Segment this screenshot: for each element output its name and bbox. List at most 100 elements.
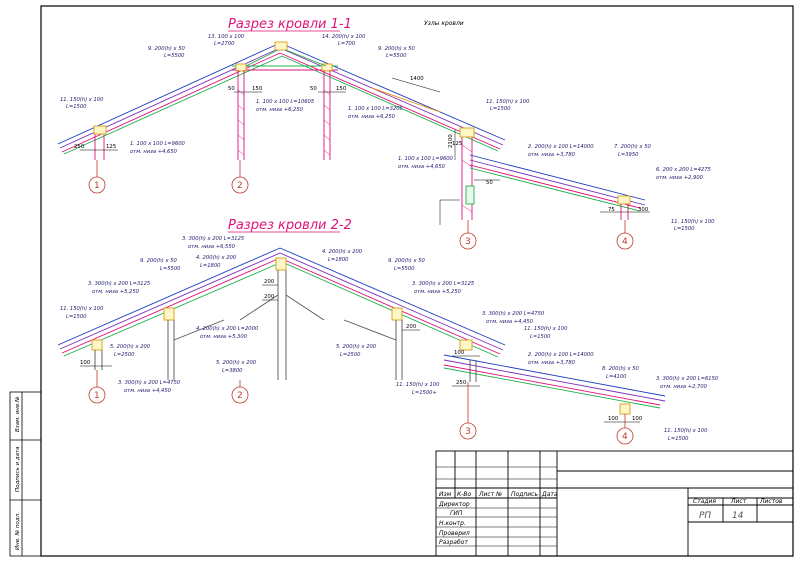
- s1-dim: 50: [228, 86, 235, 92]
- s2-dim: 200: [264, 294, 275, 300]
- s2-label: отм. низа +6,550: [188, 244, 236, 250]
- s1-dim: 50: [310, 86, 317, 92]
- sheet-frame: [40, 5, 794, 557]
- s1-label: 11. 150(h) x 100: [671, 219, 715, 225]
- side-label-sign: Подпись и дата: [15, 446, 21, 492]
- s2-label: L=5500: [394, 266, 415, 272]
- s2-dim: 100: [608, 416, 619, 422]
- stamp-col-sheet: Лист №: [478, 491, 502, 498]
- section-title-1: Разрез кровли 1-1: [228, 17, 352, 32]
- s2-label: 5. 200(h) x 200: [216, 360, 257, 366]
- s2-dim: 250: [456, 380, 467, 386]
- s2-label: 11. 150(h) x 100: [396, 382, 440, 388]
- stamp-sheet-value: 14: [732, 511, 744, 521]
- s2-label: L=1800: [200, 263, 221, 269]
- s2-dim: 100: [632, 416, 643, 422]
- s2-label: отм. низа +4,450: [124, 388, 172, 394]
- node-label-1b: 1: [94, 391, 100, 401]
- side-label-replace: Взам. инв.№: [15, 396, 21, 432]
- stamp-sheet-header: Лист: [730, 498, 747, 505]
- s1-label: 7. 200(h) x 50: [614, 144, 652, 150]
- node-label-1a: 1: [94, 181, 100, 191]
- s2-label: 3. 300(h) x 200 L=4750: [118, 380, 181, 386]
- stamp-stage-value: РП: [699, 511, 711, 521]
- s1-dim: 1400: [410, 76, 424, 82]
- s2-label: отм. низа +5,250: [92, 289, 140, 295]
- s2-label: L=5500: [160, 266, 181, 272]
- s1-label: 2. 200(h) x 100 L=14000: [528, 144, 594, 150]
- section-1-hatch: [237, 89, 473, 213]
- s1-label: 13. 100 x 100: [208, 34, 245, 40]
- node-label-4b: 4: [622, 432, 628, 442]
- s2-label: 5. 200(h) x 200: [110, 344, 151, 350]
- s1-dim: 250: [74, 144, 85, 150]
- stamp-stage-header: Стадия: [693, 498, 716, 505]
- node-label-2b: 2: [237, 391, 243, 401]
- s1-label: L=700: [338, 41, 356, 47]
- stamp-row-gip: ГИП: [450, 510, 463, 517]
- s2-label: 2. 200(h) x 100 L=14000: [528, 352, 594, 358]
- s1-label: L=1500: [66, 104, 87, 110]
- stamp-col-date: Дата: [541, 491, 558, 498]
- s2-label: 3. 300(h) x 200 L=3125: [88, 281, 151, 287]
- stamp-col-sign: Подпись: [511, 491, 538, 498]
- s2-dim: 200: [406, 324, 417, 330]
- stamp-row-developed: Разработ: [439, 539, 468, 546]
- s1-label: 9. 200(h) x 50: [148, 46, 186, 52]
- s1-dim: 75: [608, 207, 615, 213]
- s2-label: отм. низа +4,450: [486, 319, 534, 325]
- s1-label: 11. 150(h) x 100: [60, 97, 104, 103]
- s2-label: 3. 300(h) x 200 L=4750: [482, 311, 545, 317]
- s2-label: отм. низа +3,780: [528, 360, 576, 366]
- s1-label: 1. 100 x 100 L=9600: [130, 141, 186, 147]
- s1-label: L=5500: [164, 53, 185, 59]
- s1-dim: 125: [106, 144, 116, 150]
- side-stamp: [9, 391, 42, 557]
- s1-label: отм. низа +6,250: [348, 114, 396, 120]
- s2-dim: 100: [80, 360, 91, 366]
- node-label-2a: 2: [237, 181, 243, 191]
- node-label-3b: 3: [465, 427, 471, 437]
- s1-label: 1. 100 x 100 L=10605: [256, 99, 315, 105]
- s2-label: отм. низа +5,250: [414, 289, 462, 295]
- s2-label: L=2500: [114, 352, 135, 358]
- section-2-roof: [57, 247, 666, 415]
- side-label-inventory: Инв. № подл.: [15, 512, 21, 550]
- s2-label: 4. 200(h) x 200 L=2000: [196, 326, 259, 332]
- s1-label: L=1500: [674, 226, 695, 232]
- s2-label: 9. 200(h) x 50: [140, 258, 178, 264]
- s2-label: 11. 150(h) x 100: [60, 306, 104, 312]
- s2-dim: 200: [264, 279, 275, 285]
- s1-label: 11. 150(h) x 100: [486, 99, 530, 105]
- stamp-row-director: Директор: [438, 501, 470, 508]
- s1-dim: 150: [252, 86, 263, 92]
- stamp-row-checked: Проверил: [439, 530, 470, 537]
- s2-label: L=1500: [668, 436, 689, 442]
- s2-label: отм. низа +2,700: [660, 384, 708, 390]
- s1-label: 9. 200(h) x 50: [378, 46, 416, 52]
- s1-label: отм. низа +4,650: [130, 149, 178, 155]
- s2-label: L=1500+: [412, 390, 437, 396]
- s1-dim: 50: [486, 180, 493, 186]
- s2-label: 8. 200(h) x 50: [602, 366, 640, 372]
- s1-label: 1. 100 x 100 L=3205: [348, 106, 404, 112]
- section-1-roof: [57, 41, 646, 220]
- s2-label: L=2500: [340, 352, 361, 358]
- s1-label: отм. низа +4,650: [398, 164, 446, 170]
- s2-label: L=3800: [222, 368, 243, 374]
- s2-label: L=4100: [606, 374, 627, 380]
- s2-label: L=1500: [530, 334, 551, 340]
- stamp-sheets-header: Листов: [759, 498, 783, 505]
- s1-label: отм. низа +6,250: [256, 107, 304, 113]
- section-1-dims: [80, 77, 650, 225]
- s1-label: отм. низа +3,780: [528, 152, 576, 158]
- stamp-col-change: Изм: [439, 491, 452, 498]
- s2-label: 11. 150(h) x 100: [664, 428, 708, 434]
- s1-dim: 125: [452, 141, 462, 147]
- s1-label: 6. 200 x 200 L=4275: [656, 167, 712, 173]
- s1-label: L=5500: [386, 53, 407, 59]
- nodes-title: Узлы кровли: [424, 20, 464, 27]
- s2-label: 4. 200(h) x 200: [196, 255, 237, 261]
- node-label-4a: 4: [622, 237, 628, 247]
- section-2-node-markers: [88, 370, 634, 445]
